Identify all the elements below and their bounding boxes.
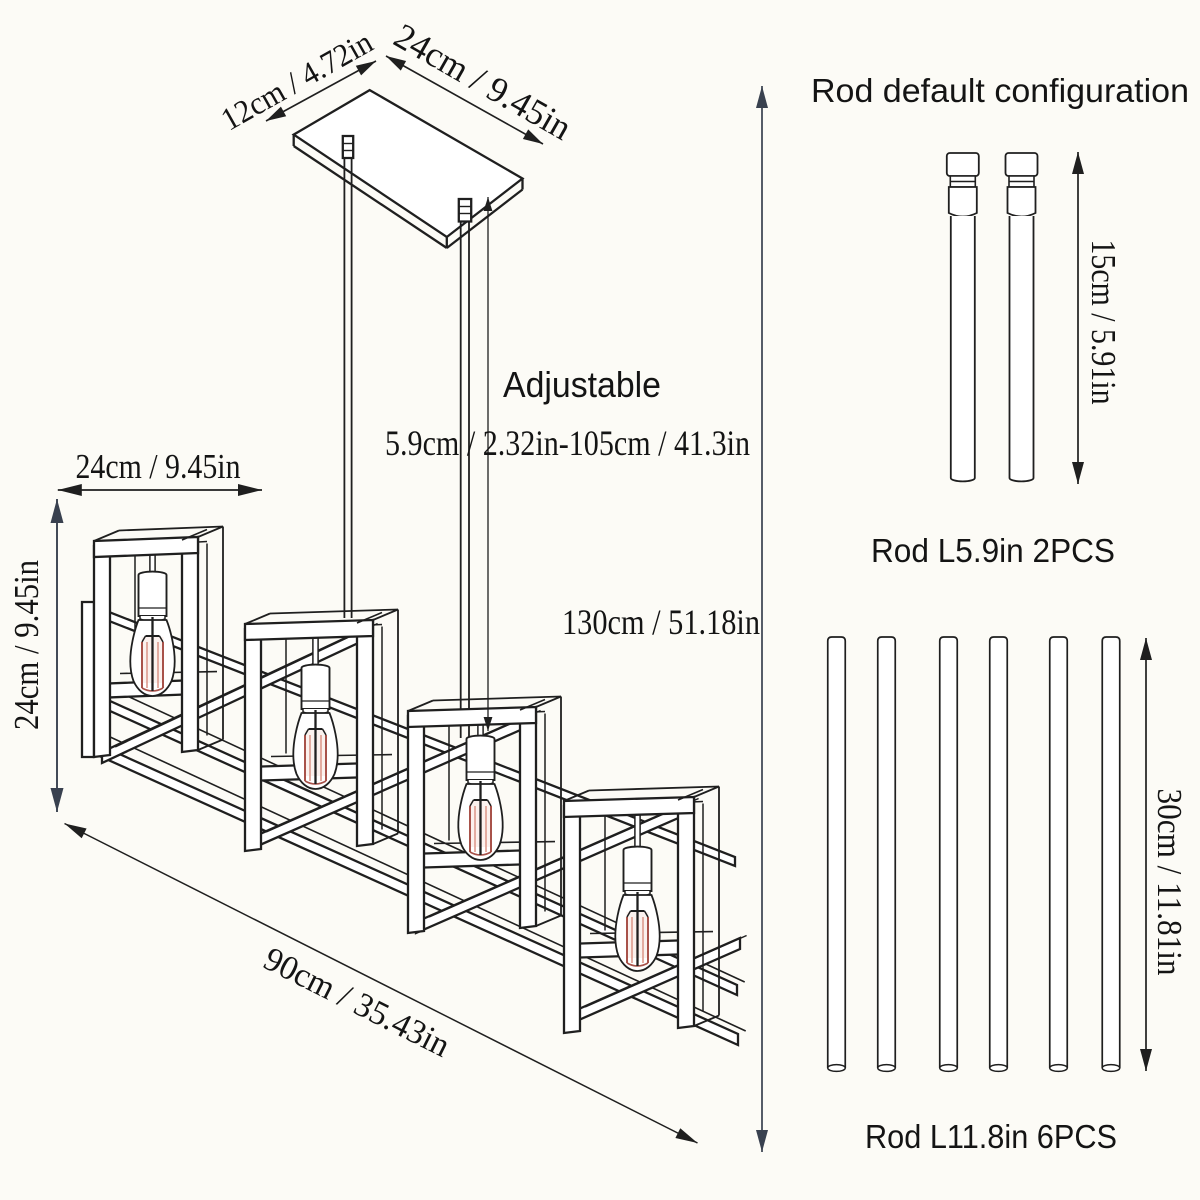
svg-text:15cm / 5.91in: 15cm / 5.91in [1084, 240, 1123, 405]
svg-text:Rod default configuration: Rod default configuration [811, 72, 1189, 109]
svg-text:130cm / 51.18in: 130cm / 51.18in [562, 602, 760, 642]
svg-text:24cm / 9.45in: 24cm / 9.45in [7, 560, 46, 730]
svg-text:90cm / 35.43in: 90cm / 35.43in [258, 940, 456, 1064]
svg-text:Rod L5.9in 2PCS: Rod L5.9in 2PCS [871, 532, 1115, 569]
svg-text:Adjustable: Adjustable [503, 364, 661, 405]
svg-text:Rod L11.8in 6PCS: Rod L11.8in 6PCS [865, 1118, 1117, 1155]
svg-text:30cm / 11.81in: 30cm / 11.81in [1150, 789, 1189, 976]
svg-text:24cm / 9.45in: 24cm / 9.45in [76, 447, 241, 486]
svg-text:5.9cm / 2.32in-105cm / 41.3in: 5.9cm / 2.32in-105cm / 41.3in [385, 423, 750, 463]
